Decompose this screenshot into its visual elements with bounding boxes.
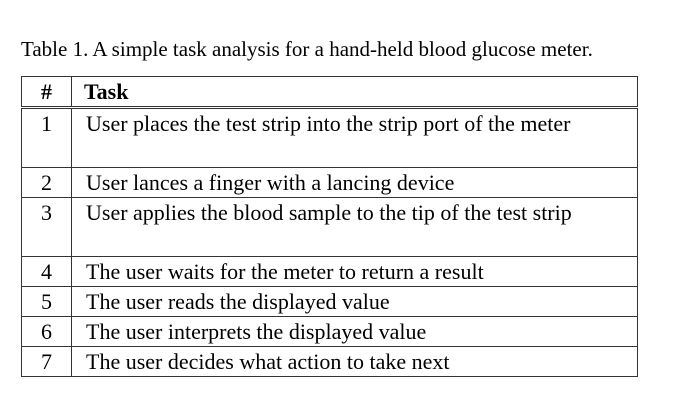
table-caption: Table 1. A simple task analysis for a ha… bbox=[21, 37, 593, 61]
column-header-number: # bbox=[21, 76, 72, 109]
task-analysis-table: # Task 1 User places the test strip into… bbox=[21, 76, 638, 377]
row-task: The user waits for the meter to return a… bbox=[71, 256, 638, 287]
table-row: 6 The user interprets the displayed valu… bbox=[21, 316, 638, 347]
table-header-row: # Task bbox=[21, 76, 638, 109]
row-number: 3 bbox=[21, 197, 72, 257]
row-number: 5 bbox=[21, 286, 72, 317]
row-task: User applies the blood sample to the tip… bbox=[71, 197, 638, 257]
row-task: User places the test strip into the stri… bbox=[71, 107, 638, 168]
table-row: 4 The user waits for the meter to return… bbox=[21, 256, 638, 287]
row-task: The user interprets the displayed value bbox=[71, 316, 638, 347]
row-number: 7 bbox=[21, 346, 72, 377]
table-row: 7 The user decides what action to take n… bbox=[21, 346, 638, 377]
row-number: 2 bbox=[21, 167, 72, 198]
row-task: The user decides what action to take nex… bbox=[71, 346, 638, 377]
row-task: User lances a finger with a lancing devi… bbox=[71, 167, 638, 198]
table-row: 5 The user reads the displayed value bbox=[21, 286, 638, 317]
table-row: 1 User places the test strip into the st… bbox=[21, 107, 638, 168]
row-number: 4 bbox=[21, 256, 72, 287]
table-row: 2 User lances a finger with a lancing de… bbox=[21, 167, 638, 198]
row-task: The user reads the displayed value bbox=[71, 286, 638, 317]
row-number: 1 bbox=[21, 107, 72, 168]
column-header-task: Task bbox=[71, 76, 638, 109]
row-number: 6 bbox=[21, 316, 72, 347]
table-row: 3 User applies the blood sample to the t… bbox=[21, 197, 638, 257]
